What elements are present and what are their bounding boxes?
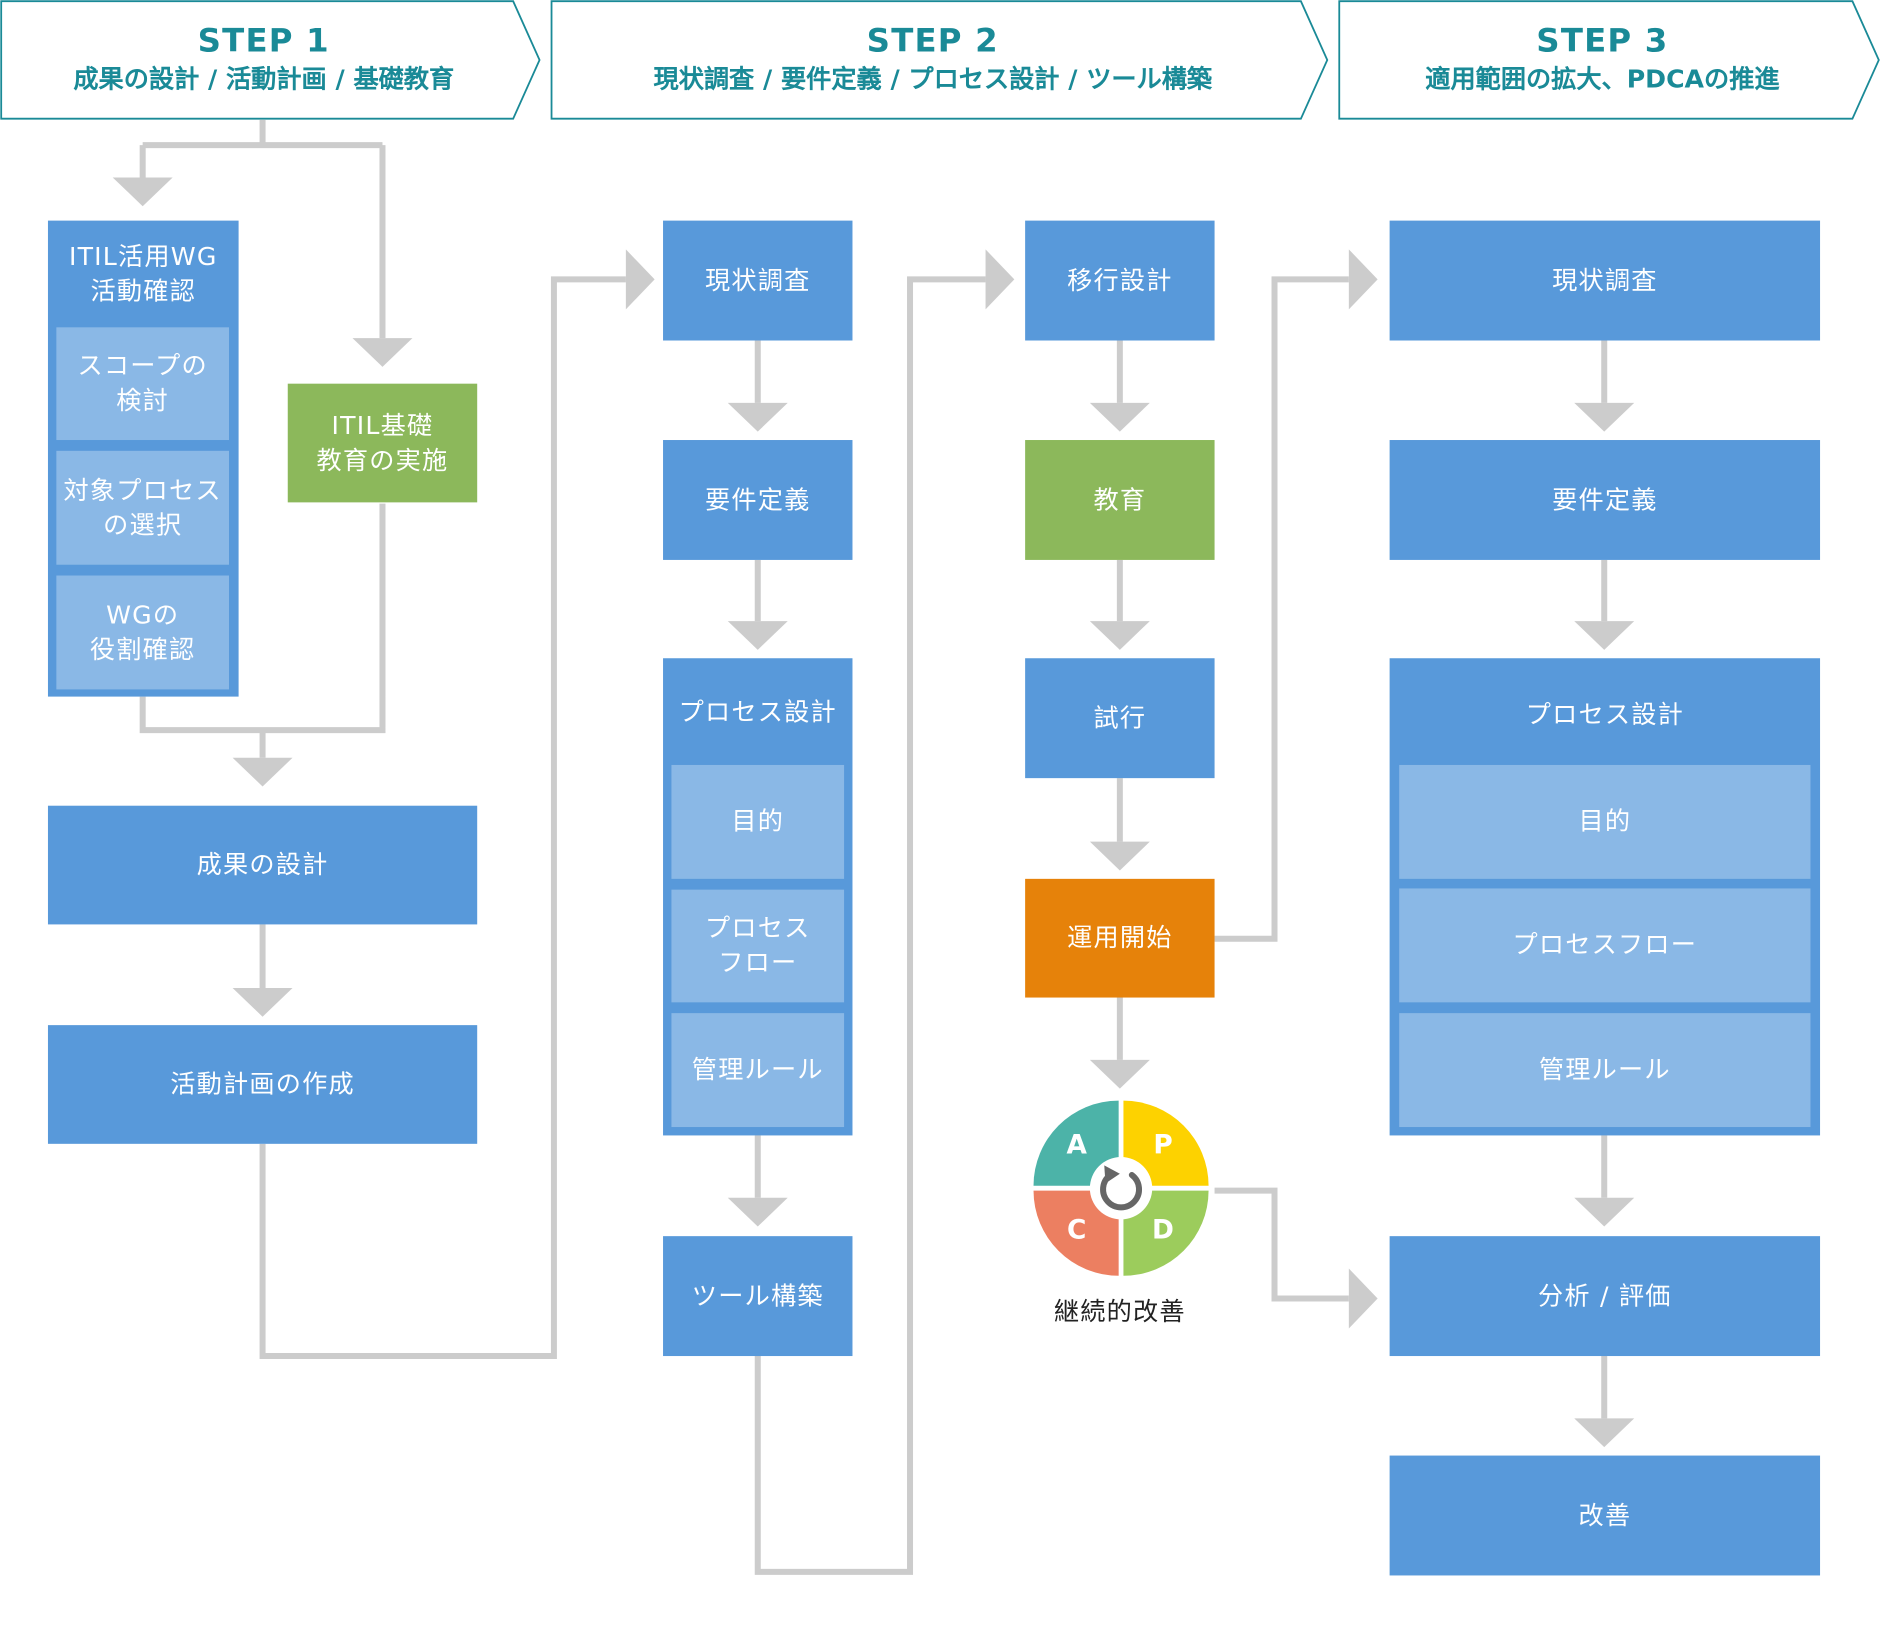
s2-trial-box: 試行 bbox=[1025, 658, 1215, 779]
connector-arrowheads bbox=[112, 177, 1635, 1448]
connector-step1-fork bbox=[139, 119, 386, 339]
s2-education-box: 教育 bbox=[1025, 440, 1215, 560]
step2-title: STEP 2 bbox=[866, 23, 999, 61]
outcome-design-box: 成果の設計 bbox=[47, 805, 478, 925]
s2-operation-start-box: 運用開始 bbox=[1025, 878, 1215, 998]
itil-education-box: ITIL基礎 教育の実施 bbox=[287, 383, 478, 503]
arrow-down-icon bbox=[1089, 1059, 1150, 1089]
arrow-down-icon bbox=[352, 338, 413, 367]
pdca-letter-d: D bbox=[1152, 1215, 1174, 1246]
connector-pdca-to-analysis bbox=[1214, 1187, 1349, 1302]
arrow-down-icon bbox=[232, 987, 293, 1017]
s2-process-item-purpose: 目的 bbox=[671, 764, 845, 879]
s3-survey-box: 現状調査 bbox=[1389, 220, 1821, 341]
s3-analysis-box: 分析 / 評価 bbox=[1389, 1236, 1821, 1357]
wg-item-process-selection: 対象プロセス の選択 bbox=[56, 450, 230, 565]
arrow-down-icon bbox=[232, 757, 293, 787]
s3-process-design-title: プロセス設計 bbox=[1525, 699, 1684, 729]
s2-requirements-box: 要件定義 bbox=[663, 440, 853, 560]
arrow-down-icon bbox=[1574, 402, 1635, 432]
pdca-letter-c: C bbox=[1066, 1215, 1087, 1246]
arrow-down-icon bbox=[112, 177, 173, 207]
connector-operation-to-step3 bbox=[1214, 276, 1349, 942]
arrow-down-icon bbox=[1089, 621, 1150, 650]
arrow-down-icon bbox=[1574, 1197, 1635, 1227]
wg-item-scope: スコープの 検討 bbox=[56, 327, 230, 441]
pdca-quadrant-p bbox=[1123, 1100, 1209, 1186]
step3-title: STEP 3 bbox=[1536, 23, 1669, 61]
s3-requirements-box: 要件定義 bbox=[1389, 440, 1821, 560]
step-header-shapes bbox=[0, 0, 1880, 120]
step1-chevron bbox=[0, 0, 541, 120]
pdca-wheel-icon bbox=[1033, 1100, 1209, 1276]
s2-process-item-flow: プロセス フロー bbox=[671, 889, 845, 1003]
s2-migration-design-box: 移行設計 bbox=[1025, 220, 1215, 341]
arrow-down-icon bbox=[727, 1197, 788, 1227]
arrow-down-icon bbox=[1089, 841, 1150, 871]
s2-tool-build-box: ツール構築 bbox=[663, 1236, 853, 1357]
arrow-down-icon bbox=[727, 402, 788, 432]
pdca-cycle: A P C D bbox=[1031, 1098, 1211, 1278]
s2-process-item-rules: 管理ルール bbox=[671, 1013, 845, 1128]
connector-step1-to-step2 bbox=[259, 276, 626, 1360]
arrow-right-icon bbox=[985, 249, 1015, 310]
arrow-down-icon bbox=[1089, 402, 1150, 432]
arrow-right-icon bbox=[1348, 1268, 1378, 1329]
pdca-caption: 継続的改善 bbox=[1053, 1297, 1186, 1327]
connector-s2a-to-s2b bbox=[754, 276, 986, 1575]
s3-process-item-rules: 管理ルール bbox=[1399, 1013, 1811, 1128]
step3-chevron bbox=[1338, 0, 1880, 120]
step1-header: STEP 1 成果の設計 / 活動計画 / 基礎教育 bbox=[1, 1, 526, 119]
connector-lines bbox=[139, 119, 1608, 1575]
connector-step1-merge bbox=[139, 503, 386, 758]
arrow-down-icon bbox=[1574, 1418, 1635, 1448]
pdca-letter-p: P bbox=[1153, 1130, 1173, 1161]
step1-subtitle: 成果の設計 / 活動計画 / 基礎教育 bbox=[73, 65, 455, 94]
activity-plan-box: 活動計画の作成 bbox=[47, 1025, 478, 1144]
refresh-arrowhead-icon bbox=[1104, 1165, 1120, 1184]
step2-chevron bbox=[550, 0, 1329, 120]
pdca-quadrant-d bbox=[1123, 1190, 1209, 1276]
wg-group-title: ITIL活用WG 活動確認 bbox=[68, 242, 218, 306]
step3-header: STEP 3 適用範囲の拡大、PDCAの推進 bbox=[1339, 1, 1865, 119]
s2-survey-box: 現状調査 bbox=[663, 220, 853, 341]
arrow-right-icon bbox=[1348, 249, 1378, 310]
s3-improvement-box: 改善 bbox=[1389, 1455, 1821, 1576]
step3-subtitle: 適用範囲の拡大、PDCAの推進 bbox=[1425, 65, 1780, 94]
pdca-quadrant-c bbox=[1033, 1190, 1119, 1276]
pdca-letter-a: A bbox=[1066, 1130, 1087, 1161]
step2-subtitle: 現状調査 / 要件定義 / プロセス設計 / ツール構築 bbox=[653, 65, 1213, 94]
refresh-icon bbox=[1100, 1172, 1143, 1211]
s3-process-item-purpose: 目的 bbox=[1399, 764, 1811, 879]
s2-process-design-title: プロセス設計 bbox=[678, 697, 837, 727]
arrow-right-icon bbox=[625, 249, 655, 310]
wg-item-role: WGの 役割確認 bbox=[56, 575, 230, 690]
pdca-quadrant-a bbox=[1033, 1100, 1119, 1186]
arrow-down-icon bbox=[1574, 621, 1635, 650]
s3-process-item-flow: プロセスフロー bbox=[1399, 888, 1811, 1003]
arrow-down-icon bbox=[727, 621, 788, 650]
step1-title: STEP 1 bbox=[197, 23, 330, 61]
step2-header: STEP 2 現状調査 / 要件定義 / プロセス設計 / ツール構築 bbox=[552, 1, 1315, 119]
